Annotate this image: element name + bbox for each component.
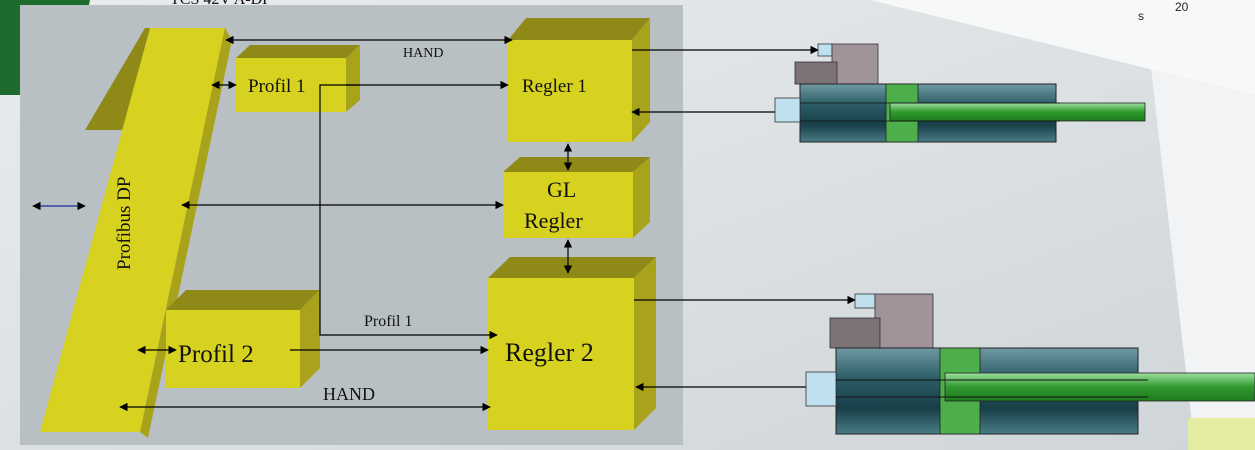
gl-label-line1: GL — [547, 177, 576, 202]
corner-unit: s — [1138, 9, 1144, 23]
regler1-label: Regler 1 — [522, 76, 587, 97]
regler2-label: Regler 2 — [505, 338, 594, 367]
profil1-signal-label: Profil 1 — [364, 313, 412, 330]
gl-top — [503, 157, 650, 172]
gl-label-line2: Regler — [524, 208, 583, 233]
regler2-top — [488, 257, 656, 278]
profibus-label: Profibus DP — [114, 177, 135, 270]
corner-yellow-tab — [1188, 418, 1255, 450]
profil2-top — [166, 290, 320, 310]
profil1-top — [236, 45, 360, 58]
regler1-top — [508, 18, 650, 40]
hand-top-label: HAND — [403, 46, 443, 61]
profil2-label: Profil 2 — [178, 341, 254, 368]
profil1-label: Profil 1 — [248, 76, 306, 97]
corner-value: 20 — [1175, 0, 1189, 14]
regler2-side — [634, 257, 656, 430]
hand-bottom-label: HAND — [323, 384, 375, 404]
